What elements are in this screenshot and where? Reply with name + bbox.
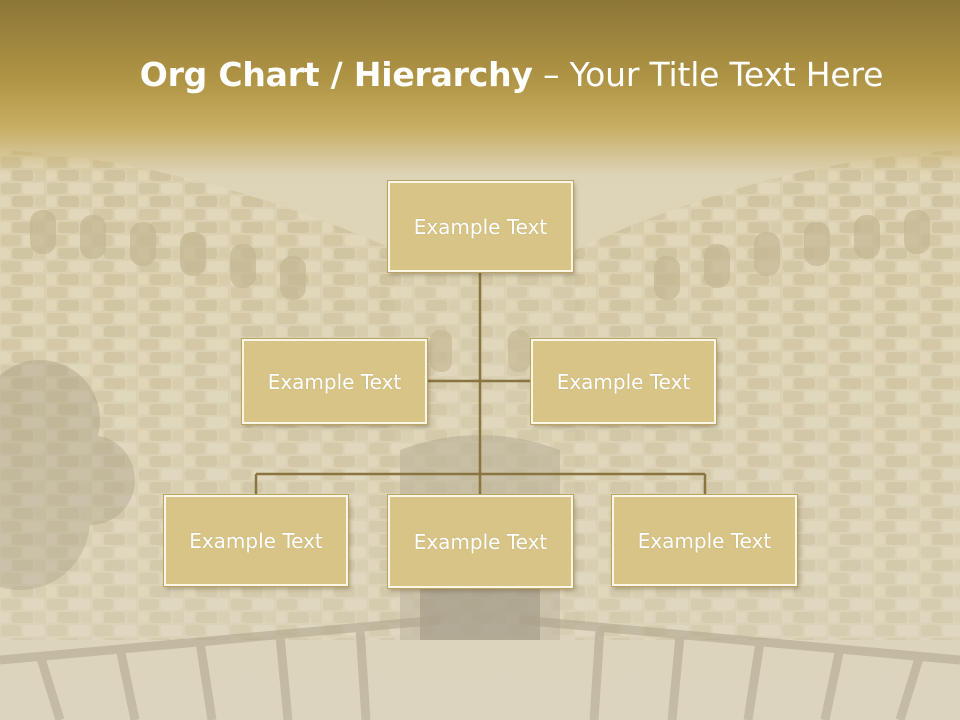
title-bold-part: Org Chart / Hierarchy (139, 55, 533, 94)
org-node-sub-center-label: Example Text (413, 529, 548, 554)
org-node-assistant-right[interactable]: Example Text (531, 339, 716, 424)
org-node-assistant-left[interactable]: Example Text (242, 339, 427, 424)
title-regular-part: Your Title Text Here (569, 55, 884, 94)
org-node-assistant-right-label: Example Text (556, 369, 691, 394)
org-node-assistant-left-label: Example Text (267, 369, 402, 394)
org-node-sub-center[interactable]: Example Text (388, 495, 573, 588)
org-node-top[interactable]: Example Text (388, 181, 573, 272)
slide-title: Org Chart / Hierarchy – Your Title Text … (0, 55, 960, 94)
org-node-sub-left-label: Example Text (189, 528, 323, 553)
org-node-sub-right-label: Example Text (637, 528, 772, 553)
title-band (0, 0, 960, 175)
title-dash: – (532, 55, 570, 94)
org-node-top-label: Example Text (413, 214, 548, 239)
org-node-sub-left[interactable]: Example Text (164, 495, 348, 586)
org-node-sub-right[interactable]: Example Text (612, 495, 797, 586)
